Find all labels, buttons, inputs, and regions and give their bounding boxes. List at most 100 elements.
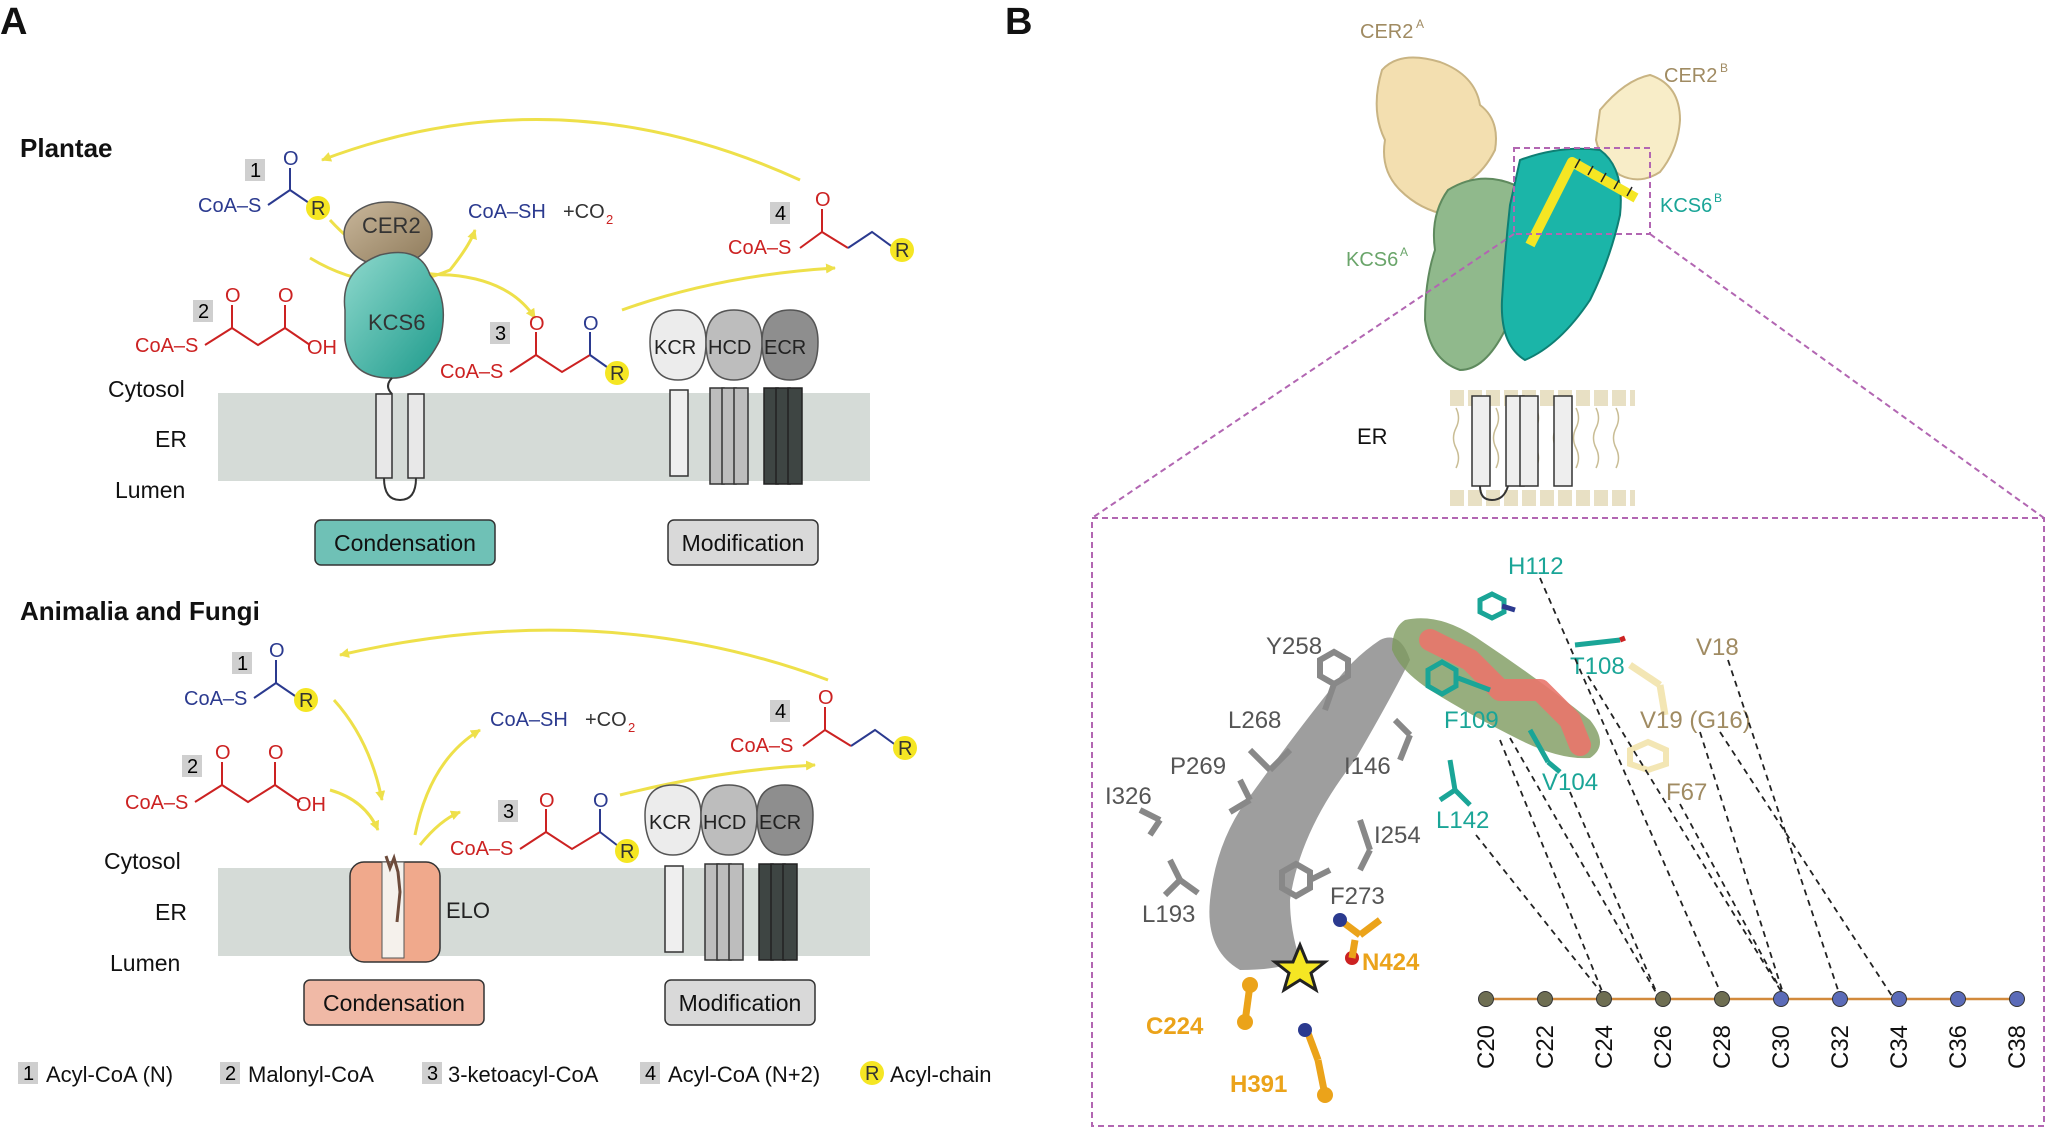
tm-helix — [375, 393, 393, 479]
phe-ring — [1279, 860, 1313, 900]
legend-key: 4 — [645, 1063, 656, 1085]
lumen-label: Lumen — [110, 950, 180, 976]
stick — [1357, 819, 1373, 851]
r-label: R — [610, 363, 624, 385]
oxygen-label: O — [283, 148, 299, 170]
modification-box — [664, 979, 816, 1026]
number-badge — [770, 202, 790, 224]
oh-label: OH — [296, 794, 326, 816]
number-badge — [770, 700, 790, 722]
er-membrane — [218, 393, 870, 481]
molecule-ketoacyl-coa-3: 3 CoA–S O O R — [450, 790, 639, 863]
elo-label: ELO — [446, 898, 490, 923]
coa-s-label: CoA–S — [440, 361, 503, 383]
residue-i326: I326 — [1105, 783, 1152, 810]
kcr-label: KCR — [649, 812, 691, 834]
residue-c224: C224 — [1146, 1013, 1204, 1040]
linker — [387, 377, 393, 395]
ecr-label: ECR — [759, 812, 801, 834]
cer2b-sup: B — [1720, 61, 1728, 75]
stick — [1628, 662, 1662, 688]
stick — [1453, 788, 1472, 807]
tm-helix — [1471, 395, 1491, 487]
legend-label: Acyl-chain — [890, 1062, 991, 1087]
coa-s-label: CoA–S — [125, 792, 188, 814]
number-2: 2 — [198, 301, 209, 323]
legend-label: Acyl-CoA (N+2) — [668, 1062, 820, 1087]
coa-s-label: CoA–S — [450, 838, 513, 860]
legend-label: 3-ketoacyl-CoA — [448, 1062, 599, 1087]
stick — [1392, 717, 1413, 738]
coa-s-label: CoA–S — [135, 335, 198, 357]
stick — [1247, 747, 1273, 773]
chain-label-c38: C38 — [2004, 1025, 2031, 1069]
oxygen-label: O — [278, 285, 294, 307]
residue-v104: V104 — [1542, 769, 1598, 796]
panel-label-b: B — [1005, 1, 1032, 43]
zoom-guide — [1091, 233, 1515, 519]
stick — [1619, 635, 1626, 643]
stick — [1574, 637, 1621, 648]
chain-label-c28: C28 — [1709, 1025, 1736, 1069]
r-label: R — [620, 841, 634, 863]
chain-node-c32 — [1832, 991, 1848, 1007]
tm-helix — [1519, 395, 1539, 487]
number-badge — [193, 300, 213, 322]
er-bilayer: ER — [1357, 390, 1635, 506]
tm-helix — [782, 863, 798, 961]
oxygen-label: O — [529, 313, 545, 335]
stick — [1457, 675, 1491, 693]
chain-label-c20: C20 — [1473, 1025, 1500, 1069]
bound-acyl-chain — [1419, 629, 1591, 756]
lumen-loop — [383, 477, 417, 502]
flow-arrow — [332, 698, 386, 801]
ecr-label: ECR — [764, 337, 806, 359]
atom — [1317, 1087, 1333, 1103]
panel-b-structure: CER2 A CER2 B KCS6 A KCS6 B — [1091, 17, 2045, 519]
cer2-label: CER2 — [362, 213, 421, 238]
tm-helix — [664, 865, 684, 953]
oh-label: OH — [307, 337, 337, 359]
bond — [194, 783, 301, 804]
bond — [799, 230, 849, 249]
bond — [204, 326, 311, 347]
ruler-tick — [1574, 158, 1581, 169]
acyl-chain-dot — [890, 238, 914, 262]
molecule-acyl-coa-4: 4 CoA–S O R — [728, 189, 914, 262]
chain-label-c22: C22 — [1532, 1025, 1559, 1069]
connector — [1699, 731, 1785, 997]
stick — [1308, 867, 1332, 883]
molecule-malonyl-coa-2: 2 CoA–S O O OH — [125, 742, 326, 816]
residue-f109: F109 — [1444, 707, 1499, 734]
atom — [1242, 977, 1258, 993]
chain-label-c24: C24 — [1591, 1025, 1618, 1069]
legend-label: Malonyl-CoA — [248, 1062, 374, 1087]
hcd-label: HCD — [703, 812, 746, 834]
residue-l193: L193 — [1142, 901, 1195, 928]
condensation-label: Condensation — [323, 990, 465, 1016]
tm-helix — [787, 387, 803, 485]
number-3: 3 — [495, 323, 506, 345]
legend: 1 Acyl-CoA (N) 2 Malonyl-CoA 3 3-ketoacy… — [18, 1061, 991, 1087]
legend-key: 1 — [23, 1063, 34, 1085]
connector — [1587, 675, 1785, 997]
legend-acyl-dot — [860, 1061, 884, 1085]
legend-label: Acyl-CoA (N) — [46, 1062, 173, 1087]
er-label: ER — [155, 426, 187, 452]
flow-arrow — [619, 760, 816, 797]
kcs6b-surface — [1500, 147, 1622, 362]
number-badge — [490, 322, 510, 344]
connector — [1539, 577, 1723, 997]
residue-t108: T108 — [1570, 653, 1625, 680]
chain-label-c32: C32 — [1827, 1025, 1854, 1069]
molecule-acyl-coa-1: 1 CoA–S O R — [198, 148, 330, 220]
acyl-chain-in-channel — [384, 853, 402, 923]
chain-label-c36: C36 — [1945, 1025, 1972, 1069]
tm-helix — [407, 393, 425, 479]
kcs6b-label: KCS6 — [1660, 195, 1712, 217]
molecule-acyl-coa-1: 1 CoA–S O R — [184, 640, 318, 712]
zoom-box — [1091, 517, 2045, 1127]
elo-channel — [381, 861, 405, 959]
coa-sh-label: CoA–SH — [468, 201, 546, 223]
